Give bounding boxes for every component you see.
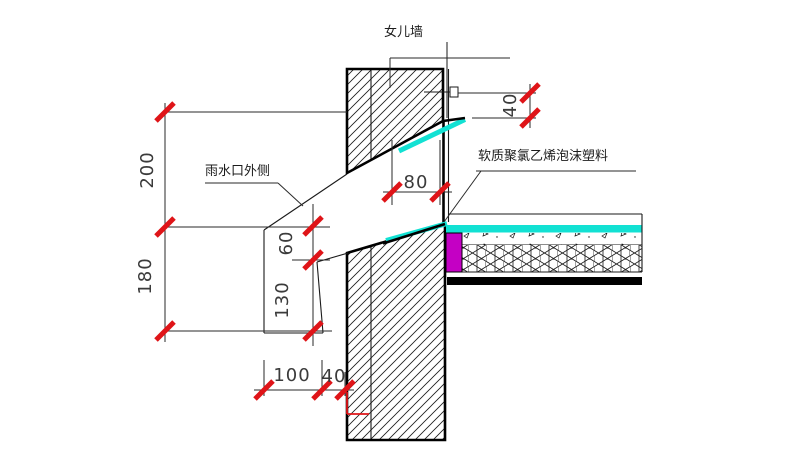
scupper-spout: [263, 173, 349, 334]
fastener-anchor-symbol: [424, 42, 459, 118]
roof-screed-layer: [462, 233, 642, 245]
waterproof-membrane: [382, 116, 642, 245]
foam-label: 软质聚氯乙烯泡沫塑料: [478, 149, 609, 164]
dim-200: 200: [137, 151, 158, 189]
red-reference-line: [346, 392, 369, 415]
dim-60: 60: [276, 230, 297, 256]
dimension-ticks: [154, 82, 541, 401]
dim-100: 100: [273, 365, 311, 386]
roof-slab: [447, 213, 643, 285]
dim-180: 180: [135, 257, 156, 295]
scupper-label: 雨水口外侧: [205, 164, 271, 179]
parapet-upper-section: [345, 67, 445, 176]
parapet-lower-section: [345, 222, 447, 442]
structural-slab-line: [447, 277, 642, 285]
dimension-left: [164, 103, 347, 342]
scupper-leader: [205, 182, 304, 207]
dim-130: 130: [272, 281, 293, 319]
foam-filler-block: [445, 232, 463, 273]
parapet-label: 女儿墙: [384, 25, 424, 40]
foam-leader: [443, 170, 636, 223]
roof-insulation-layer: [462, 245, 642, 272]
dim-40-bottom: 40: [321, 366, 347, 387]
dim-40-flashing: 40: [500, 92, 521, 118]
dim-80: 80: [403, 172, 429, 193]
parapet-leader: [389, 57, 510, 88]
